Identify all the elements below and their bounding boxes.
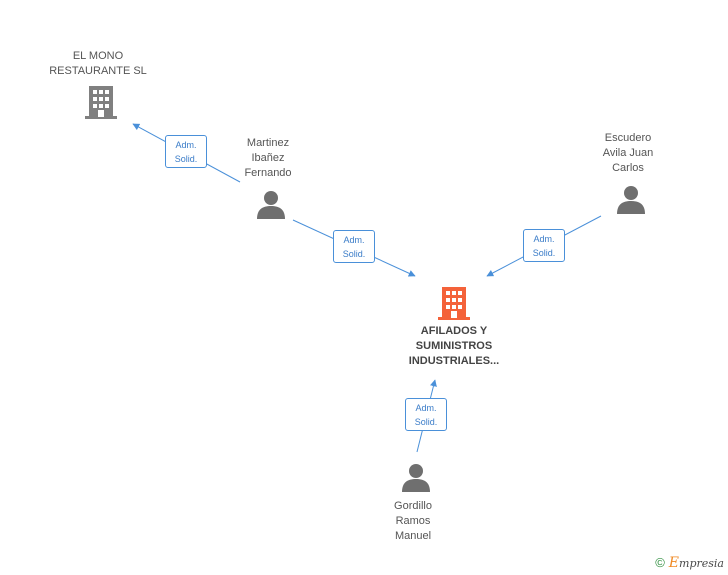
empresia-watermark: ©Empresia	[655, 555, 724, 571]
person-icon[interactable]	[401, 463, 431, 493]
person-label-escudero[interactable]: Escudero Avila Juan Carlos	[602, 132, 654, 174]
relation-line2: Solid.	[532, 248, 556, 258]
building-icon-main[interactable]	[438, 285, 470, 321]
copyright-icon: ©	[655, 555, 665, 570]
relation-badge: Adm. Solid.	[165, 135, 207, 168]
relation-badge: Adm. Solid.	[333, 230, 375, 263]
person-icon[interactable]	[616, 185, 646, 215]
company-label-el-mono[interactable]: EL MONO RESTAURANTE SL	[49, 50, 147, 77]
relation-line2: Solid.	[174, 154, 198, 164]
person-icon[interactable]	[256, 190, 286, 220]
brand-name: mpresia	[679, 557, 724, 570]
relation-line2: Solid.	[342, 249, 366, 259]
relation-line1: Adm.	[415, 403, 437, 413]
relation-line1: Adm.	[533, 234, 555, 244]
company-label-afilados[interactable]: AFILADOS Y SUMINISTROS INDUSTRIALES...	[408, 325, 500, 367]
person-label-gordillo[interactable]: Gordillo Ramos Manuel	[394, 500, 432, 542]
brand-initial: E	[668, 555, 680, 571]
relation-line1: Adm.	[175, 140, 197, 150]
building-icon[interactable]	[85, 84, 117, 120]
relation-line2: Solid.	[414, 417, 438, 427]
relation-badge: Adm. Solid.	[405, 398, 447, 431]
relation-badge: Adm. Solid.	[523, 229, 565, 262]
relation-line1: Adm.	[343, 235, 365, 245]
person-label-martinez[interactable]: Martinez Ibañez Fernando	[244, 137, 292, 179]
